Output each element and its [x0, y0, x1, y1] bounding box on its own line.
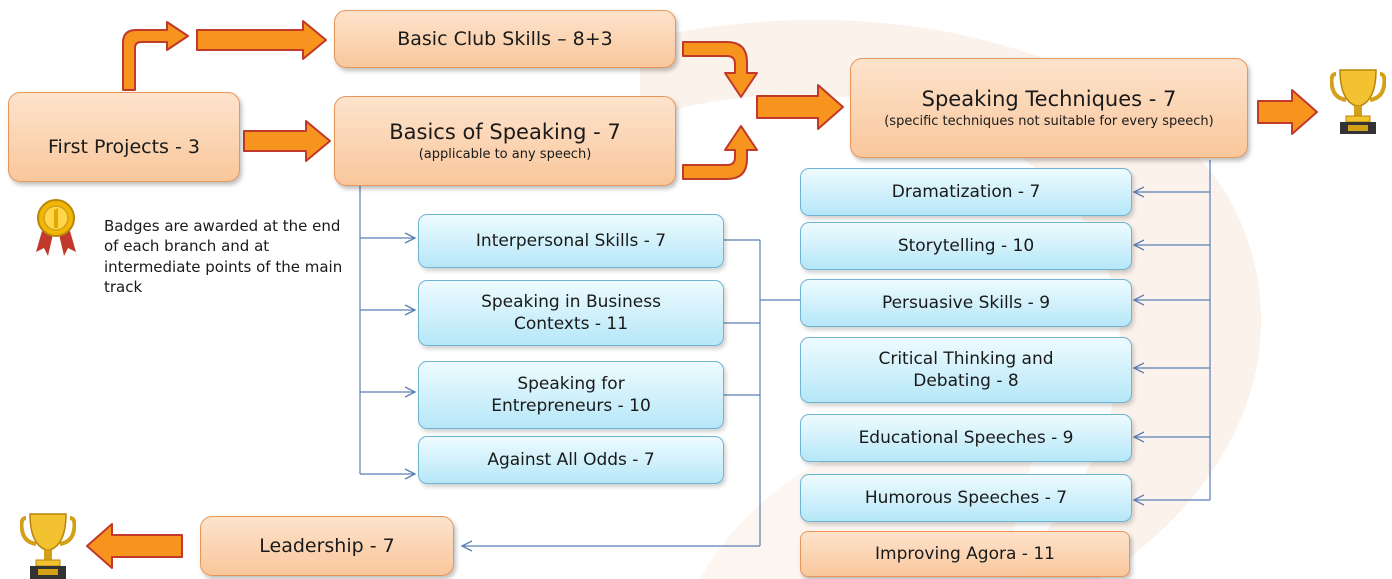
branch-storytelling: Storytelling - 10 — [800, 222, 1132, 270]
bent-up-arrow-2 — [682, 125, 758, 180]
arrow-to-basic-club-skills — [196, 20, 327, 60]
branch-interpersonal-skills: Interpersonal Skills - 7 — [418, 214, 724, 268]
medal-ribbon-icon — [36, 199, 76, 256]
basics-of-speaking-label: Basics of Speaking - 7 — [389, 119, 621, 144]
main-track-arrows — [86, 20, 1318, 569]
leadership-node: Leadership - 7 — [200, 516, 454, 576]
speaking-techniques-label: Speaking Techniques - 7 — [921, 86, 1177, 111]
improving-agora-node: Improving Agora - 11 — [800, 531, 1130, 577]
first-projects-label: First Projects - 3 — [48, 135, 200, 158]
branch-label-line2: Entrepreneurs - 10 — [491, 396, 651, 416]
branch-label: Dramatization - 7 — [891, 181, 1041, 202]
branch-label: Persuasive Skills - 9 — [881, 292, 1051, 313]
branch-label-line2: Contexts - 11 — [513, 314, 629, 334]
improving-agora-label: Improving Agora - 11 — [875, 543, 1055, 564]
first-projects-node: First Projects - 3 — [8, 92, 240, 182]
branch-label: Humorous Speeches - 7 — [864, 487, 1068, 508]
branch-critical-thinking-and-debating: Critical Thinking and Debating - 8 — [800, 337, 1132, 403]
branch-label-line2: Debating - 8 — [913, 371, 1019, 391]
bent-down-arrow — [682, 41, 758, 98]
basics-of-speaking-note: (applicable to any speech) — [418, 146, 592, 162]
branch-speaking-in-business-contexts: Speaking in Business Contexts - 11 — [418, 280, 724, 346]
arrow-to-leadership-trophy — [86, 523, 183, 569]
right-branch-connectors — [1134, 160, 1211, 500]
branch-dramatization: Dramatization - 7 — [800, 168, 1132, 216]
basic-club-skills-label: Basic Club Skills – 8+3 — [397, 27, 613, 50]
branch-label: Critical Thinking and — [878, 348, 1054, 369]
arrow-to-trophy — [1257, 89, 1318, 135]
left-branch-connectors — [359, 186, 800, 546]
branch-speaking-for-entrepreneurs: Speaking for Entrepreneurs - 10 — [418, 361, 724, 429]
bent-up-arrow — [122, 21, 189, 91]
gold-trophy-icon — [1330, 69, 1386, 134]
arrow-to-basics-of-speaking — [243, 120, 331, 162]
branch-humorous-speeches: Humorous Speeches - 7 — [800, 474, 1132, 522]
branch-label: Speaking in Business — [481, 291, 661, 312]
basics-of-speaking-node: Basics of Speaking - 7 (applicable to an… — [334, 96, 676, 186]
branch-label: Storytelling - 10 — [897, 235, 1035, 256]
branch-against-all-odds: Against All Odds - 7 — [418, 436, 724, 484]
arrow-to-speaking-techniques — [756, 84, 844, 130]
gold-trophy-icon — [20, 513, 76, 579]
badge-note: Badges are awarded at the end of each br… — [104, 217, 343, 296]
basic-club-skills-node: Basic Club Skills – 8+3 — [334, 10, 676, 68]
branch-label: Interpersonal Skills - 7 — [475, 230, 667, 251]
branch-educational-speeches: Educational Speeches - 9 — [800, 414, 1132, 462]
speaking-techniques-note: (specific techniques not suitable for ev… — [884, 113, 1214, 129]
branch-persuasive-skills: Persuasive Skills - 9 — [800, 279, 1132, 327]
speaking-techniques-node: Speaking Techniques - 7 (specific techni… — [850, 58, 1248, 158]
branch-label: Educational Speeches - 9 — [858, 427, 1074, 448]
branch-label: Speaking for — [517, 373, 625, 394]
branch-label: Against All Odds - 7 — [487, 449, 655, 470]
leadership-label: Leadership - 7 — [259, 534, 395, 557]
